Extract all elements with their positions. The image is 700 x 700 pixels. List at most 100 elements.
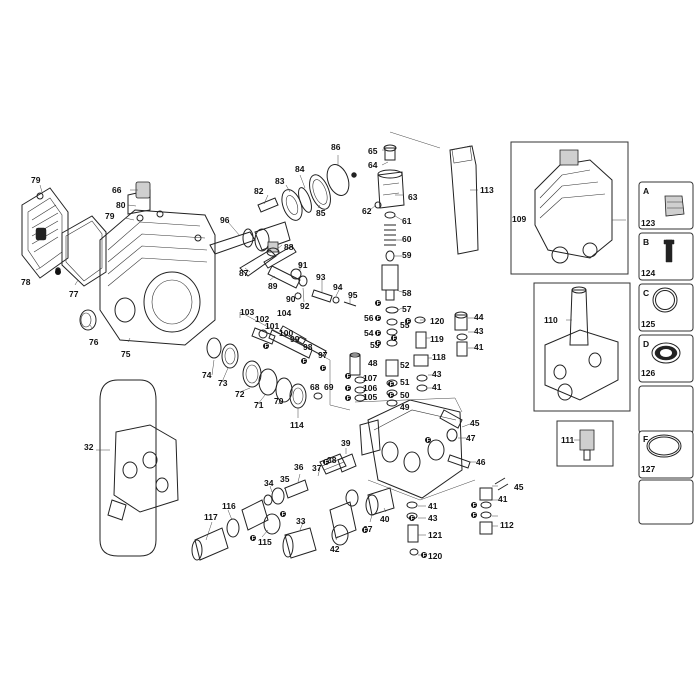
callout: 67	[363, 524, 373, 534]
callout: 69	[324, 382, 334, 392]
fitting-marker	[280, 511, 286, 517]
kit-d-icon	[651, 342, 681, 364]
callout: 72	[235, 389, 245, 399]
callout: 96	[220, 215, 230, 225]
fitting-marker	[375, 330, 381, 336]
fitting-marker-letter: F	[390, 382, 394, 388]
cap-86-drawing	[326, 164, 357, 196]
fitting-marker	[391, 335, 397, 341]
callout: 90	[286, 294, 296, 304]
fitting-marker-letter: F	[377, 301, 381, 307]
callout: 78	[21, 277, 31, 287]
callout: 38	[327, 455, 337, 465]
kit-b-part: 124	[641, 268, 655, 278]
callout: 33	[296, 516, 306, 526]
fitting-marker-letter: F	[252, 536, 256, 542]
fitting-marker	[263, 343, 269, 349]
fitting-marker	[250, 535, 256, 541]
fitting-marker-letter: F	[390, 393, 394, 399]
callout: 113	[480, 185, 494, 195]
callout: 40	[380, 514, 390, 524]
fitting-marker-letter: F	[322, 366, 326, 372]
fitting-marker	[320, 365, 326, 371]
fitting-marker	[388, 381, 394, 387]
callout: 41	[498, 494, 508, 504]
callout: 59	[402, 250, 412, 260]
inset-111-drawing	[579, 429, 595, 461]
callout: 76	[89, 337, 99, 347]
callout: 89	[268, 281, 278, 291]
fitting-marker-letter: F	[364, 528, 368, 534]
callout: 41	[428, 501, 438, 511]
callout: 116	[222, 501, 236, 511]
callout: 94	[333, 282, 343, 292]
leader-lines	[35, 149, 626, 556]
callout: 91	[298, 260, 308, 270]
callout: 62	[362, 206, 372, 216]
callout: 121	[428, 530, 442, 540]
inset-109-drawing	[534, 149, 613, 264]
callout: 120	[428, 551, 442, 561]
fitting-marker-letters: F F F F F F F F F F F F F F F F F F F F …	[252, 301, 477, 559]
fitting-marker-letter: F	[303, 359, 307, 365]
fitting-marker-letter: F	[347, 374, 351, 380]
callout: 100	[279, 328, 293, 338]
kit-box-g[interactable]	[638, 479, 694, 525]
callout: 112	[500, 520, 514, 530]
kit-box-e[interactable]	[638, 385, 694, 434]
callout: 117	[204, 512, 218, 522]
callout: 74	[202, 370, 212, 380]
inset-110-frame	[533, 282, 631, 412]
manifold-outline-box	[354, 397, 476, 501]
kit-a-letter: A	[643, 186, 649, 196]
check-valve-48-drawing	[349, 352, 366, 402]
callout: 49	[400, 402, 410, 412]
callout: 71	[254, 400, 264, 410]
fitting-marker	[425, 437, 431, 443]
callout: 84	[295, 164, 305, 174]
seal-76-drawing	[79, 309, 97, 331]
callout: 43	[474, 326, 484, 336]
callout-109: 109	[512, 214, 526, 224]
callout: 88	[284, 242, 294, 252]
kit-box-c[interactable]	[638, 283, 694, 332]
manifold-32-drawing	[99, 379, 179, 557]
callout: 37	[312, 463, 322, 473]
callout: 63	[408, 192, 418, 202]
callout: 79	[31, 175, 41, 185]
fitting-marker	[345, 373, 351, 379]
kit-f-part: 127	[641, 464, 655, 474]
callout: 82	[254, 186, 264, 196]
callout: 106	[363, 383, 377, 393]
callout: 102	[255, 314, 269, 324]
kit-d-letter: D	[643, 339, 649, 349]
fitting-marker	[362, 527, 368, 533]
callout: 65	[368, 146, 378, 156]
fitting-marker	[301, 358, 307, 364]
inlet-fittings-drawing	[241, 453, 357, 535]
fitting-marker	[471, 512, 477, 518]
callout-110: 110	[544, 315, 558, 325]
callout: 75	[121, 349, 131, 359]
callout: 98	[303, 342, 313, 352]
callout: 45	[514, 482, 524, 492]
callout: 104	[277, 308, 291, 318]
callout: 95	[348, 290, 358, 300]
callout: 56	[364, 313, 374, 323]
seals-drawing	[206, 337, 323, 409]
kit-f-letter: F	[643, 434, 648, 444]
callout: 32	[84, 442, 94, 452]
callout: 68	[310, 382, 320, 392]
callout: 54	[364, 328, 374, 338]
callout: 41	[432, 382, 442, 392]
callout: 42	[330, 544, 340, 554]
callout: 79	[105, 211, 115, 221]
seal-85-drawing	[309, 174, 331, 210]
fitting-marker-letter: F	[411, 516, 415, 522]
callout: 39	[341, 438, 351, 448]
callout: 93	[316, 272, 326, 282]
callout: 83	[275, 176, 285, 186]
fitting-marker	[375, 315, 381, 321]
fitting-marker-letter: F	[347, 386, 351, 392]
